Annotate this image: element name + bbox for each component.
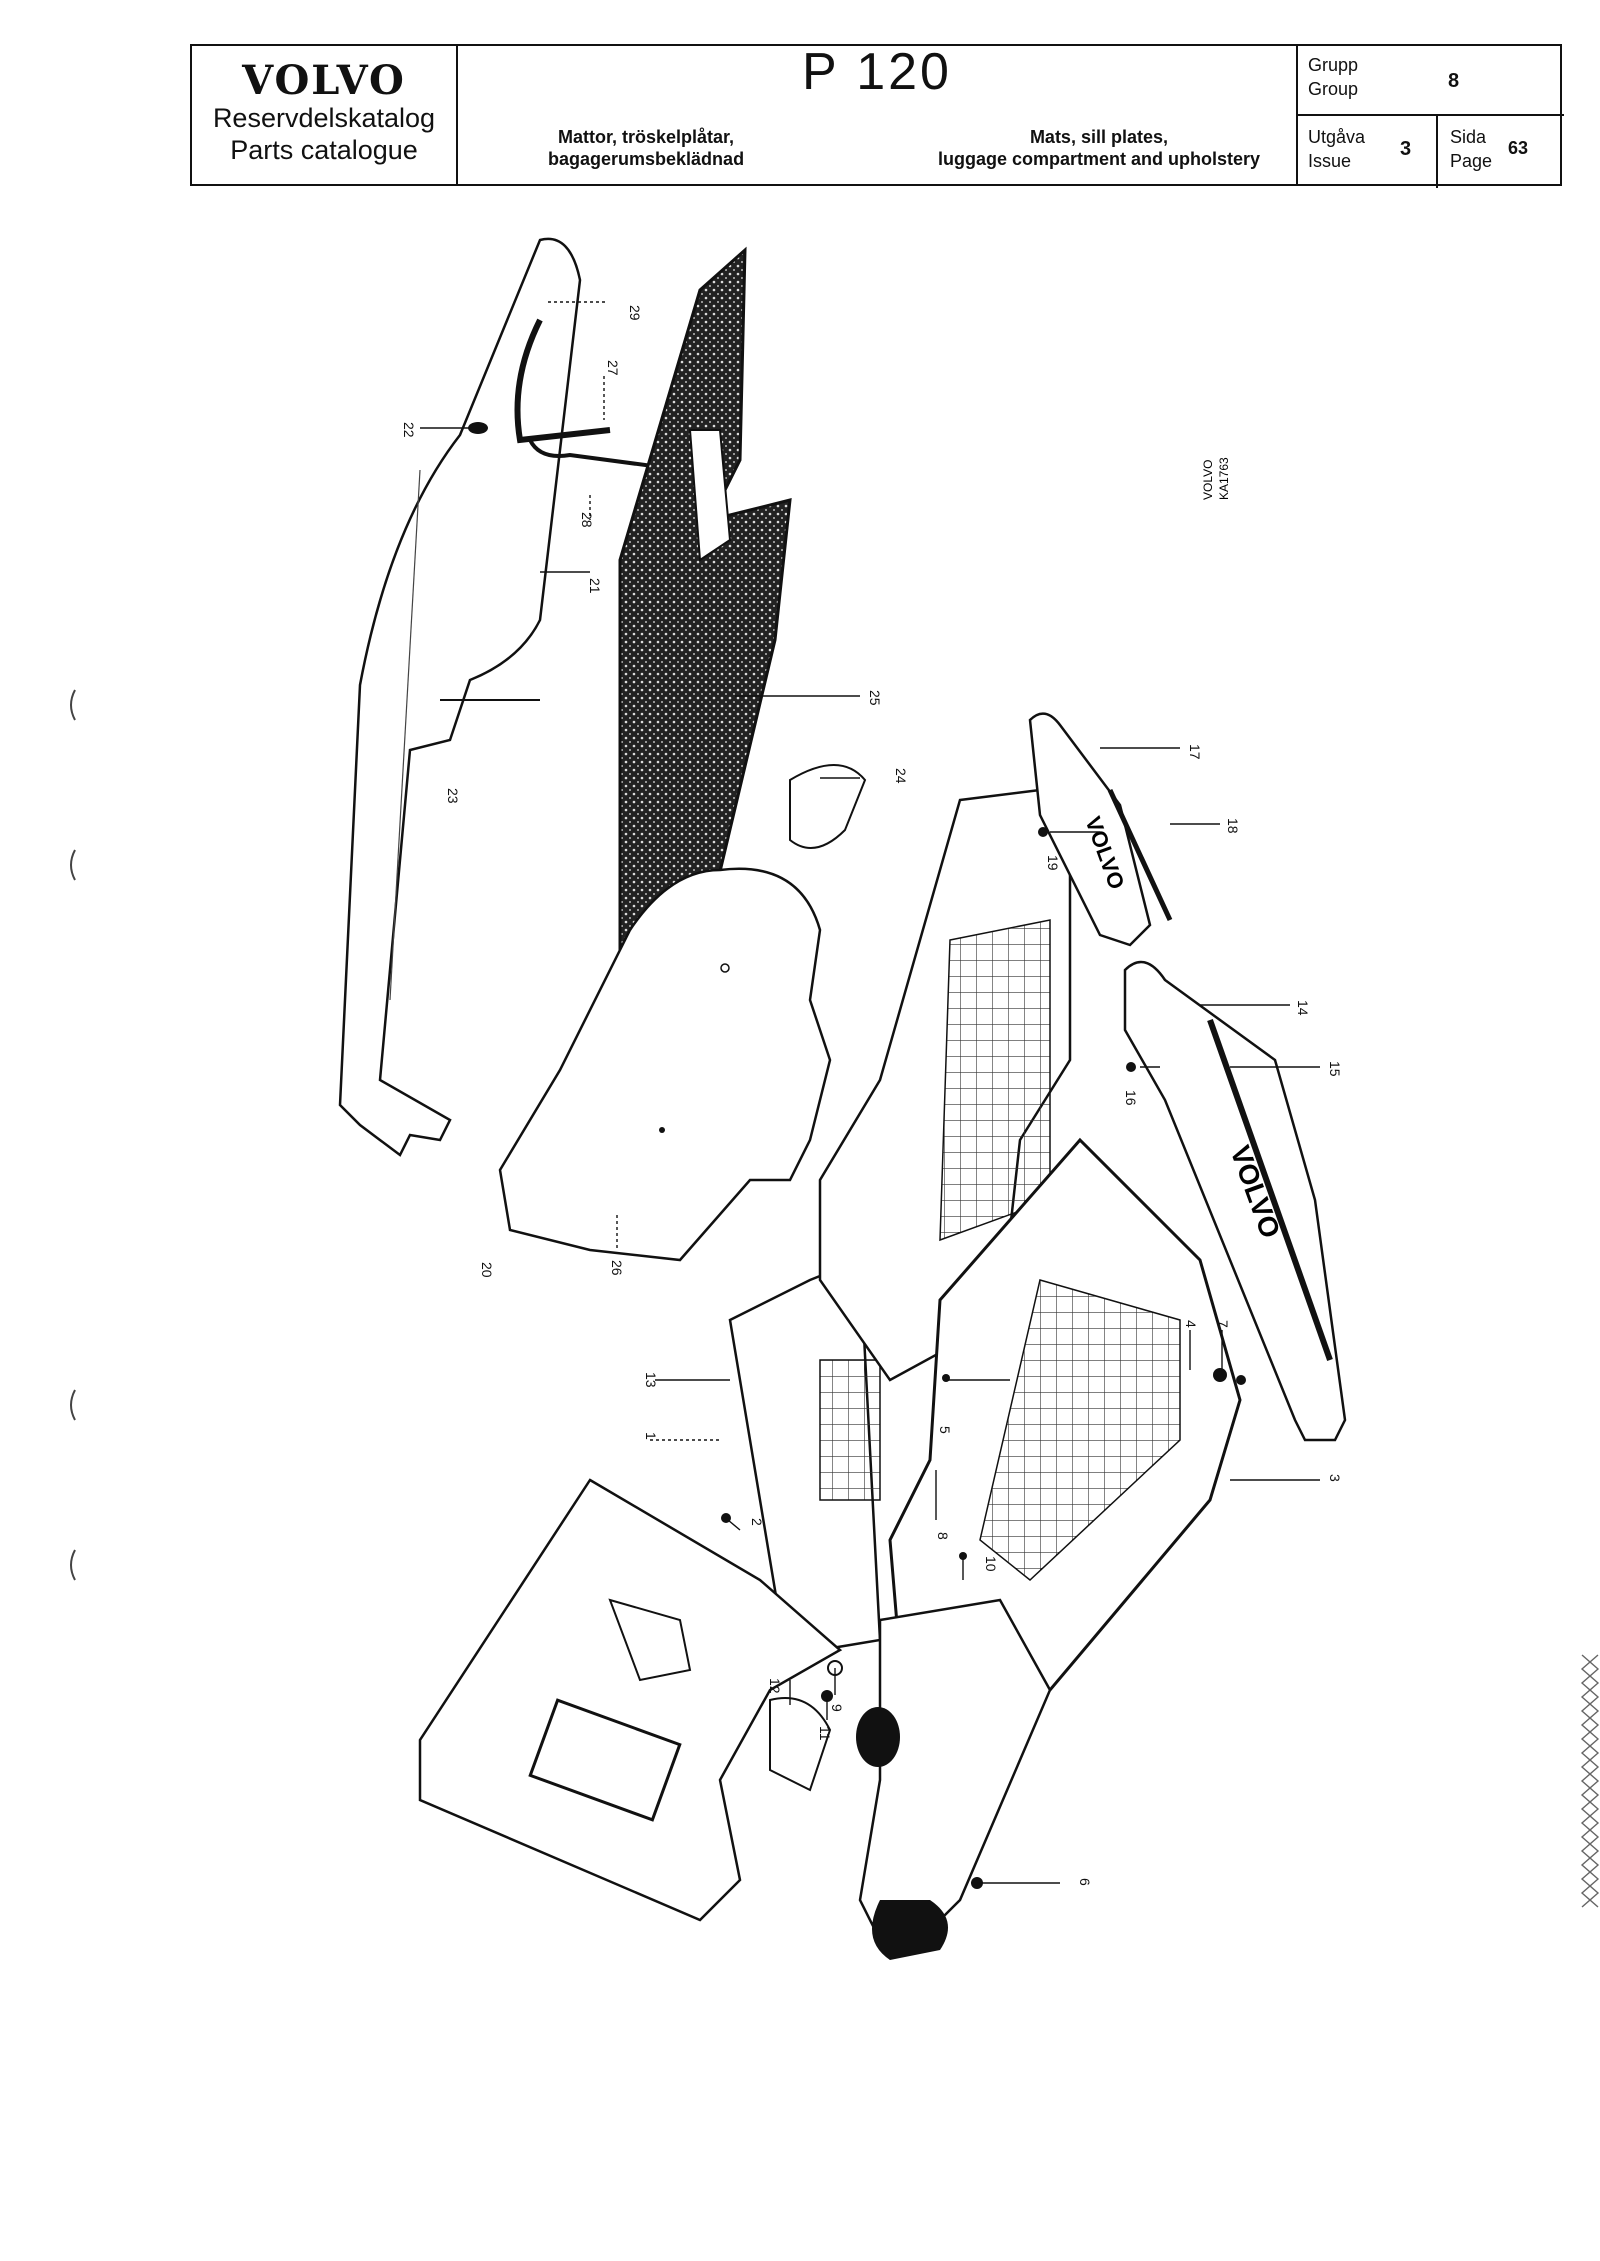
callout-26: 26 — [609, 1260, 625, 1276]
catalog-title-english: Parts catalogue — [230, 135, 418, 165]
issue-cell: Utgåva Issue 3 — [1298, 116, 1438, 188]
front-mat-grid — [979, 1279, 1181, 1581]
group-value: 8 — [1448, 70, 1460, 92]
callout-11: 11 — [817, 1726, 833, 1741]
rear-mat-grid — [819, 1359, 881, 1501]
part-7 — [1236, 1375, 1246, 1385]
callout-21: 21 — [587, 578, 603, 594]
catalog-title-swedish: Reservdelskatalog — [212, 103, 436, 133]
callout-22: 22 — [401, 422, 417, 438]
panel-edge-line — [389, 469, 421, 1001]
callout-12: 12 — [767, 1678, 783, 1694]
tunnel-mat — [858, 1598, 1052, 1942]
side-trim-panel — [338, 237, 582, 1157]
clip-22 — [468, 422, 488, 434]
part-4 — [1213, 1368, 1227, 1382]
mat-flap — [688, 429, 732, 562]
callout-8: 8 — [935, 1532, 951, 1540]
callout-23: 23 — [445, 788, 461, 804]
gear-lever-boot — [769, 1697, 832, 1792]
front-panel — [418, 1478, 843, 1922]
catalog-header: VOLVO Reservdelskatalog Parts catalogue … — [190, 43, 1564, 188]
tunnel-end — [872, 1900, 948, 1960]
callout-3: 3 — [1327, 1474, 1343, 1482]
callout-14: 14 — [1295, 1000, 1311, 1016]
callout-13: 13 — [643, 1372, 659, 1388]
group-cell: Grupp Group 8 — [1298, 46, 1564, 116]
callout-15: 15 — [1327, 1061, 1343, 1077]
sill-strip-18 — [1107, 788, 1173, 922]
page-cell: Sida Page 63 — [1438, 116, 1564, 188]
edge-stripe — [1580, 1654, 1600, 1908]
small-panel-24 — [789, 764, 867, 849]
callout-9: 9 — [829, 1704, 845, 1712]
issue-label-english: Issue — [1308, 151, 1352, 171]
callout-7: 7 — [1215, 1320, 1231, 1328]
brand-block: VOLVO Reservdelskatalog Parts catalogue — [192, 46, 458, 184]
callout-19: 19 — [1045, 855, 1061, 871]
volvo-logo: VOLVO — [242, 57, 406, 104]
part-16 — [1126, 1062, 1136, 1072]
section-title-swedish-line2: bagagerumsbeklädnad — [548, 149, 745, 169]
callout-1: 1 — [643, 1432, 659, 1440]
callout-24: 24 — [893, 768, 909, 784]
page-label-english: Page — [1450, 151, 1493, 171]
strap — [514, 318, 611, 444]
model-name: P 120 — [802, 43, 952, 101]
page-label-swedish: Sida — [1450, 127, 1487, 147]
group-label-swedish: Grupp — [1308, 55, 1359, 75]
section-title-english-line2: luggage compartment and upholstery — [937, 149, 1260, 169]
callout-25: 25 — [867, 690, 883, 706]
luggage-mat — [618, 246, 792, 1083]
callout-4: 4 — [1183, 1320, 1199, 1328]
section-title-english-line1: Mats, sill plates, — [1029, 127, 1168, 147]
binder-marks — [70, 689, 76, 1581]
spare-wheel-cover — [498, 867, 832, 1262]
issue-label-swedish: Utgåva — [1308, 127, 1366, 147]
callout-17: 17 — [1187, 744, 1203, 760]
callout-2: 2 — [749, 1518, 765, 1526]
part-10 — [959, 1552, 967, 1560]
leader-lines — [420, 301, 1320, 1884]
callout-20: 20 — [479, 1262, 495, 1278]
title-block: P 120 Mattor, tröskelplåtar, bagagerumsb… — [458, 43, 1298, 184]
sill-strip-15 — [1207, 1019, 1333, 1361]
callout-16: 16 — [1123, 1090, 1139, 1106]
part-5 — [942, 1374, 950, 1382]
callout-numbers: 29 27 22 28 21 25 24 23 17 18 19 14 15 1… — [401, 305, 1343, 1886]
panel-window — [528, 1698, 682, 1822]
part-19 — [1038, 827, 1048, 837]
section-title-english: Mats, sill plates, luggage compartment a… — [938, 126, 1260, 170]
callout-10: 10 — [983, 1556, 999, 1572]
gear-boot-hole — [856, 1707, 900, 1767]
callout-5: 5 — [937, 1426, 953, 1434]
callout-28: 28 — [579, 512, 595, 528]
pedal-cutout — [608, 1598, 692, 1682]
section-title-swedish: Mattor, tröskelplåtar, bagagerumsbeklädn… — [548, 126, 744, 170]
meta-block: Grupp Group 8 Utgåva Issue 3 Sida Page 6… — [1298, 46, 1564, 188]
group-label-english: Group — [1308, 79, 1359, 99]
drawing-ref-line1: VOLVO — [1201, 460, 1215, 500]
callout-27: 27 — [605, 360, 621, 376]
callout-6: 6 — [1077, 1878, 1093, 1886]
sill-plate-17 — [1028, 712, 1152, 947]
drawing-ref-line2: KA1763 — [1217, 457, 1231, 500]
sill-plate-14 — [1123, 960, 1347, 1442]
issue-value: 3 — [1400, 138, 1412, 160]
page-value: 63 — [1508, 138, 1529, 158]
strap-27 — [528, 438, 721, 477]
section-title-swedish-line1: Mattor, tröskelplåtar, — [558, 127, 735, 147]
callout-29: 29 — [627, 305, 643, 321]
callout-18: 18 — [1225, 818, 1241, 834]
